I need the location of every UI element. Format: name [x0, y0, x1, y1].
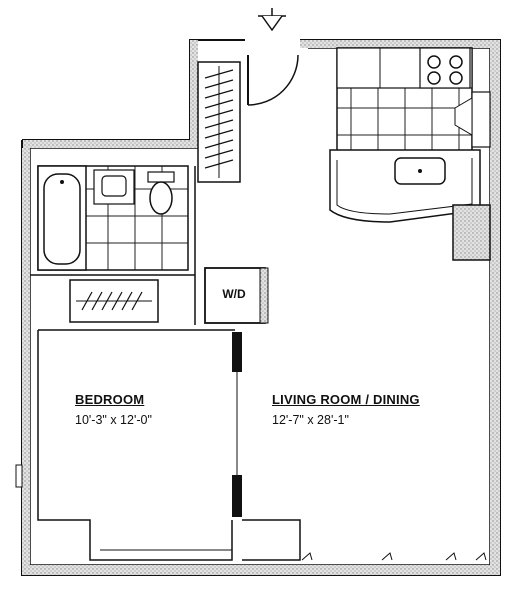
- living-room-dimensions: 12'-7" x 28'-1": [272, 412, 349, 427]
- column: [452, 204, 491, 261]
- bathroom: [37, 165, 189, 271]
- bathtub-icon: [37, 165, 87, 271]
- bedroom-dimensions: 10'-3" x 12'-0": [75, 412, 152, 427]
- stove-icon: [419, 47, 471, 89]
- living-room-name: LIVING ROOM / DINING: [272, 392, 420, 407]
- living-room-label: LIVING ROOM / DINING 12'-7" x 28'-1": [272, 392, 420, 427]
- laundry-closet: [204, 267, 266, 324]
- entry-arrow-icon: [258, 8, 286, 32]
- bedroom-closet: [69, 279, 159, 323]
- kitchen: [329, 47, 491, 223]
- toilet-icon: [147, 171, 175, 215]
- bedroom-label: BEDROOM 10'-3" x 12'-0": [75, 392, 152, 427]
- sink-icon: [93, 169, 135, 205]
- partition-wall: [38, 329, 242, 517]
- entry-closet: [197, 61, 241, 183]
- laundry-label: W/D: [222, 287, 246, 301]
- sink-icon: [394, 157, 446, 185]
- entry-door: [247, 54, 299, 106]
- bedroom-name: BEDROOM: [75, 392, 145, 407]
